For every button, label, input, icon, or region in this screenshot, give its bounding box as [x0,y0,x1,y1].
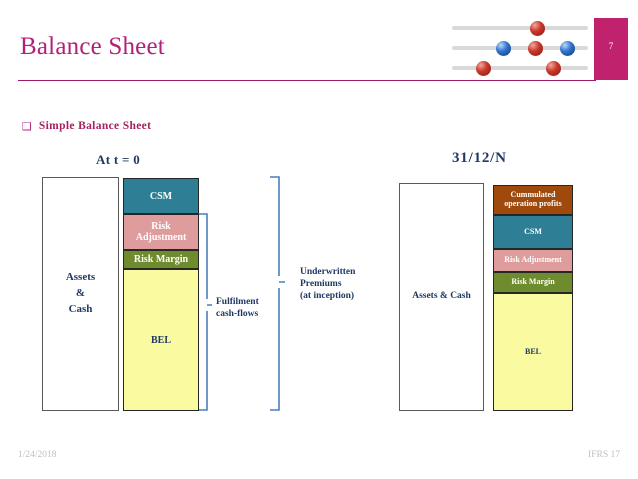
footer-right-text: IFRS 17 [588,450,620,460]
abacus-bead-red-1 [530,21,545,36]
abacus-bead-red-2 [528,41,543,56]
right-stack-segment-csm: CSM [493,215,573,249]
assets-cash-box-left: Assets & Cash [42,177,119,411]
abacus-bar-1 [452,26,588,30]
abacus-bar-3 [452,66,588,70]
abacus-decoration [452,20,588,76]
page-number-badge: 7 [594,18,628,80]
assets-cash-box-right: Assets & Cash [399,183,484,411]
fulfilment-cashflows-bracket [199,213,212,411]
section-bullet-row: ❑ Simple Balance Sheet [22,120,151,132]
abacus-bar-2 [452,46,588,50]
right-stack-segment-risk-adjustment: Risk Adjustment [493,249,573,272]
slide-header: Balance Sheet 7 [0,0,638,86]
right-stack-segment-cummulated-operation-profits: Cummulated operation profits [493,185,573,215]
section-bullet-label: Simple Balance Sheet [38,120,152,132]
underwritten-premiums-label: Underwritten Premiums (at inception) [300,267,356,302]
scenario-heading-right: 31/12/N [452,150,507,166]
title-underline-rule [18,80,596,81]
page-title: Balance Sheet [20,33,165,60]
abacus-bead-blue-2 [560,41,575,56]
left-stack-segment-csm: CSM [123,178,199,214]
left-stack-segment-risk-margin: Risk Margin [123,250,199,269]
footer-date: 1/24/2018 [18,450,57,460]
page-number: 7 [608,41,614,51]
square-bullet-icon: ❑ [22,119,32,133]
fulfilment-cashflows-label: Fulfilment cash-flows [216,297,259,320]
abacus-bead-red-4 [546,61,561,76]
abacus-bead-red-3 [476,61,491,76]
right-stack-segment-bel: BEL [493,293,573,411]
underwritten-premiums-bracket [270,176,285,411]
right-stack-segment-risk-margin: Risk Margin [493,272,573,293]
abacus-bead-blue-1 [496,41,511,56]
left-stack-segment-risk-adjustment: Risk Adjustment [123,214,199,250]
left-stack-segment-bel: BEL [123,269,199,411]
scenario-heading-left: At t = 0 [96,152,141,167]
